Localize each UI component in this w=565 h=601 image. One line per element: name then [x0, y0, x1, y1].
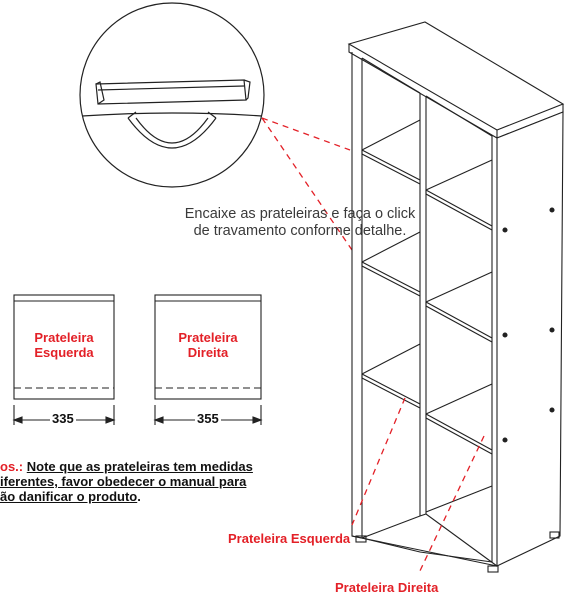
shelf-right-drawing	[153, 294, 263, 425]
callout-right-shelf: Prateleira Direita	[335, 580, 439, 595]
shelf-note: os.: Note que as prateleiras tem medidas…	[0, 459, 253, 504]
shelf-left-label: Prateleira Esquerda	[14, 330, 114, 360]
detail-zoom	[79, 2, 265, 188]
callout-left-shelf: Prateleira Esquerda	[228, 531, 351, 546]
shelf-right-label-line-2: Direita	[187, 345, 229, 360]
shelf-left-dimension: 335	[50, 411, 76, 426]
note-line-3: ão danificar o produto	[0, 489, 138, 504]
shelf-left-drawing	[12, 294, 116, 425]
cabinet-drawing	[347, 21, 565, 573]
shelf-callout-leaders	[351, 397, 485, 576]
shelf-right-label: Prateleira Direita	[155, 330, 261, 360]
shelf-left-label-line-2: Esquerda	[34, 345, 94, 360]
instruction-text: Encaixe as prateleiras e faça o click de…	[180, 206, 420, 240]
instruction-line-2: de travamento conforme detalhe.	[193, 223, 407, 239]
note-line-3-end: .	[137, 489, 141, 504]
shelf-right-label-line-1: Prateleira	[178, 330, 238, 345]
instruction-line-1: Encaixe as prateleiras e faça o click	[184, 206, 416, 222]
shelf-right-dimension: 355	[195, 411, 221, 426]
detail-leader-lines	[261, 117, 353, 251]
note-line-1: Note que as prateleiras tem medidas	[26, 459, 253, 474]
shelf-left-label-line-1: Prateleira	[34, 330, 94, 345]
note-prefix: os.:	[0, 459, 24, 474]
note-line-2: iferentes, favor obedecer o manual para	[0, 474, 247, 489]
